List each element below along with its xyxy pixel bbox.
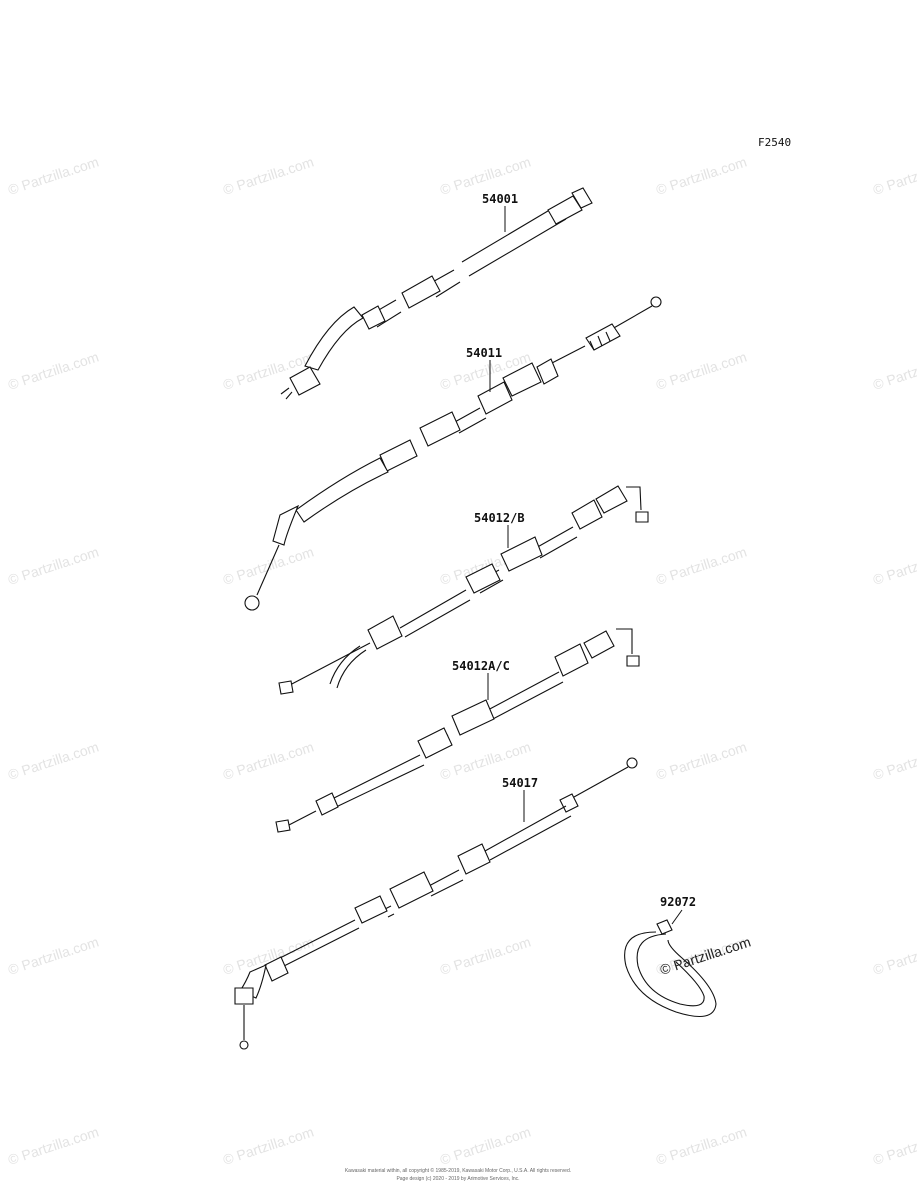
watermark-text: © Partzilla.com	[438, 933, 533, 977]
watermark-text: © Partzilla.com	[6, 933, 101, 977]
watermark-text: © Partzilla.com	[6, 348, 101, 392]
watermark-text: © Partzilla.com	[438, 1123, 533, 1167]
part-label-54001: 54001	[482, 192, 518, 206]
band-92072	[624, 919, 717, 1018]
part-label-92072: 92072	[660, 895, 696, 909]
watermark-text: © Partzilla.com	[654, 153, 749, 197]
cable-54001	[280, 187, 593, 400]
watermark-text: © Partzilla.com	[221, 543, 316, 587]
watermark-text: © Partzilla.com	[6, 1123, 101, 1167]
watermark-text: © Partzilla.com	[871, 738, 917, 782]
watermark-text: © Partzilla.com	[6, 738, 101, 782]
part-label-54012-b: 54012/B	[474, 511, 525, 525]
cable-54011	[244, 296, 662, 611]
watermark-prominent: © Partzilla.com	[658, 933, 753, 977]
watermark-text: © Partzilla.com	[871, 543, 917, 587]
figure-code: F2540	[758, 136, 791, 149]
watermark-text: © Partzilla.com	[6, 543, 101, 587]
watermark-text: © Partzilla.com	[654, 348, 749, 392]
footer-copyright-2: Page design (c) 2020 - 2019 by Arimotive…	[396, 1176, 519, 1182]
watermark-text: © Partzilla.com	[221, 1123, 316, 1167]
watermark-text: © Partzilla.com	[871, 348, 917, 392]
watermark-text: © Partzilla.com	[6, 153, 101, 197]
watermark-text: © Partzilla.com	[654, 738, 749, 782]
part-label-54011: 54011	[466, 346, 502, 360]
watermark-text: © Partzilla.com	[871, 1123, 917, 1167]
footer-copyright-1: Kawasaki material within, all copyright …	[345, 1167, 571, 1174]
leader-92072	[671, 909, 683, 925]
watermark-text: © Partzilla.com	[871, 933, 917, 977]
part-label-54017: 54017	[502, 776, 538, 790]
watermark-text: © Partzilla.com	[221, 738, 316, 782]
watermark-text: © Partzilla.com	[654, 543, 749, 587]
cable-54012-ac	[275, 628, 640, 833]
part-label-54012-ac: 54012A/C	[452, 659, 510, 673]
cable-54012-b	[278, 485, 649, 695]
cable-54017	[234, 757, 638, 1050]
watermark-text: © Partzilla.com	[871, 153, 917, 197]
watermark-text: © Partzilla.com	[654, 1123, 749, 1167]
watermark-text: © Partzilla.com	[221, 153, 316, 197]
